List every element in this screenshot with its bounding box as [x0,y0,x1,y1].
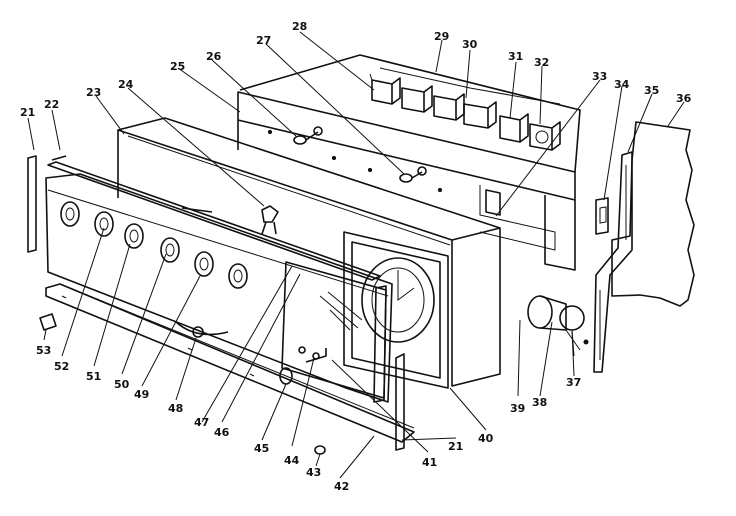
callout-31: 31 [508,50,523,63]
callout-41: 41 [422,456,437,469]
right-trim-strip [395,353,405,451]
bottom-trim-strip [45,283,415,443]
knob-2 [94,211,114,237]
knob-4 [160,237,180,263]
callout-53: 53 [36,344,51,357]
callout-49: 49 [134,388,149,401]
callout-40: 40 [478,432,494,445]
callout-44: 44 [284,454,300,467]
relay-bank [369,67,561,151]
callout-30: 30 [462,38,478,51]
glass-window [281,261,387,403]
clock-assembly [343,231,449,389]
callout-45: 45 [254,442,269,455]
callout-38: 38 [532,396,547,409]
callout-48: 48 [168,402,183,415]
callout-43: 43 [306,466,321,479]
rear-back-panel [611,121,695,307]
trim-bar [47,155,381,281]
callout-27: 27 [256,34,271,47]
switch-clip-24 [261,205,279,235]
callout-22: 22 [44,98,59,111]
control-housing [117,117,501,387]
knob-1 [60,201,80,227]
callout-33: 33 [592,70,607,83]
callout-35: 35 [644,84,659,97]
callout-42: 42 [334,480,349,493]
handle-bracket-48 [175,321,229,338]
callout-25: 25 [170,60,185,73]
callout-28: 28 [292,20,307,33]
callout-46: 46 [214,426,230,439]
callout-34: 34 [614,78,630,91]
callout-24: 24 [118,78,134,91]
motor-assembly [527,295,589,357]
callout-36: 36 [676,92,692,105]
switch-34 [595,197,609,235]
left-trim-strip [27,155,37,253]
callout-23: 23 [86,86,101,99]
knob-5 [194,251,214,277]
leader-lines [27,31,685,479]
callout-labels: 21 22 23 24 25 26 27 28 29 30 31 32 33 3… [20,20,692,493]
callout-21-left: 21 [20,106,35,119]
callout-26: 26 [206,50,222,63]
bolt-27 [399,166,427,183]
nut-43 [314,445,326,455]
clip-53 [39,313,57,331]
knob-3 [124,223,144,249]
rear-component-box [237,54,581,271]
front-control-panel [45,173,393,403]
knob-6 [228,263,248,289]
callout-21-right: 21 [448,440,463,453]
callout-51: 51 [86,370,101,383]
screws-44-45 [279,346,327,385]
box-screw-holes [267,129,443,193]
side-harness [593,151,633,373]
bolt-26 [293,126,323,145]
callout-39: 39 [510,402,525,415]
callout-32: 32 [534,56,549,69]
callout-52: 52 [54,360,69,373]
control-knobs [60,201,248,289]
callout-29: 29 [434,30,449,43]
callout-47: 47 [194,416,209,429]
callout-50: 50 [114,378,130,391]
callout-37: 37 [566,376,581,389]
